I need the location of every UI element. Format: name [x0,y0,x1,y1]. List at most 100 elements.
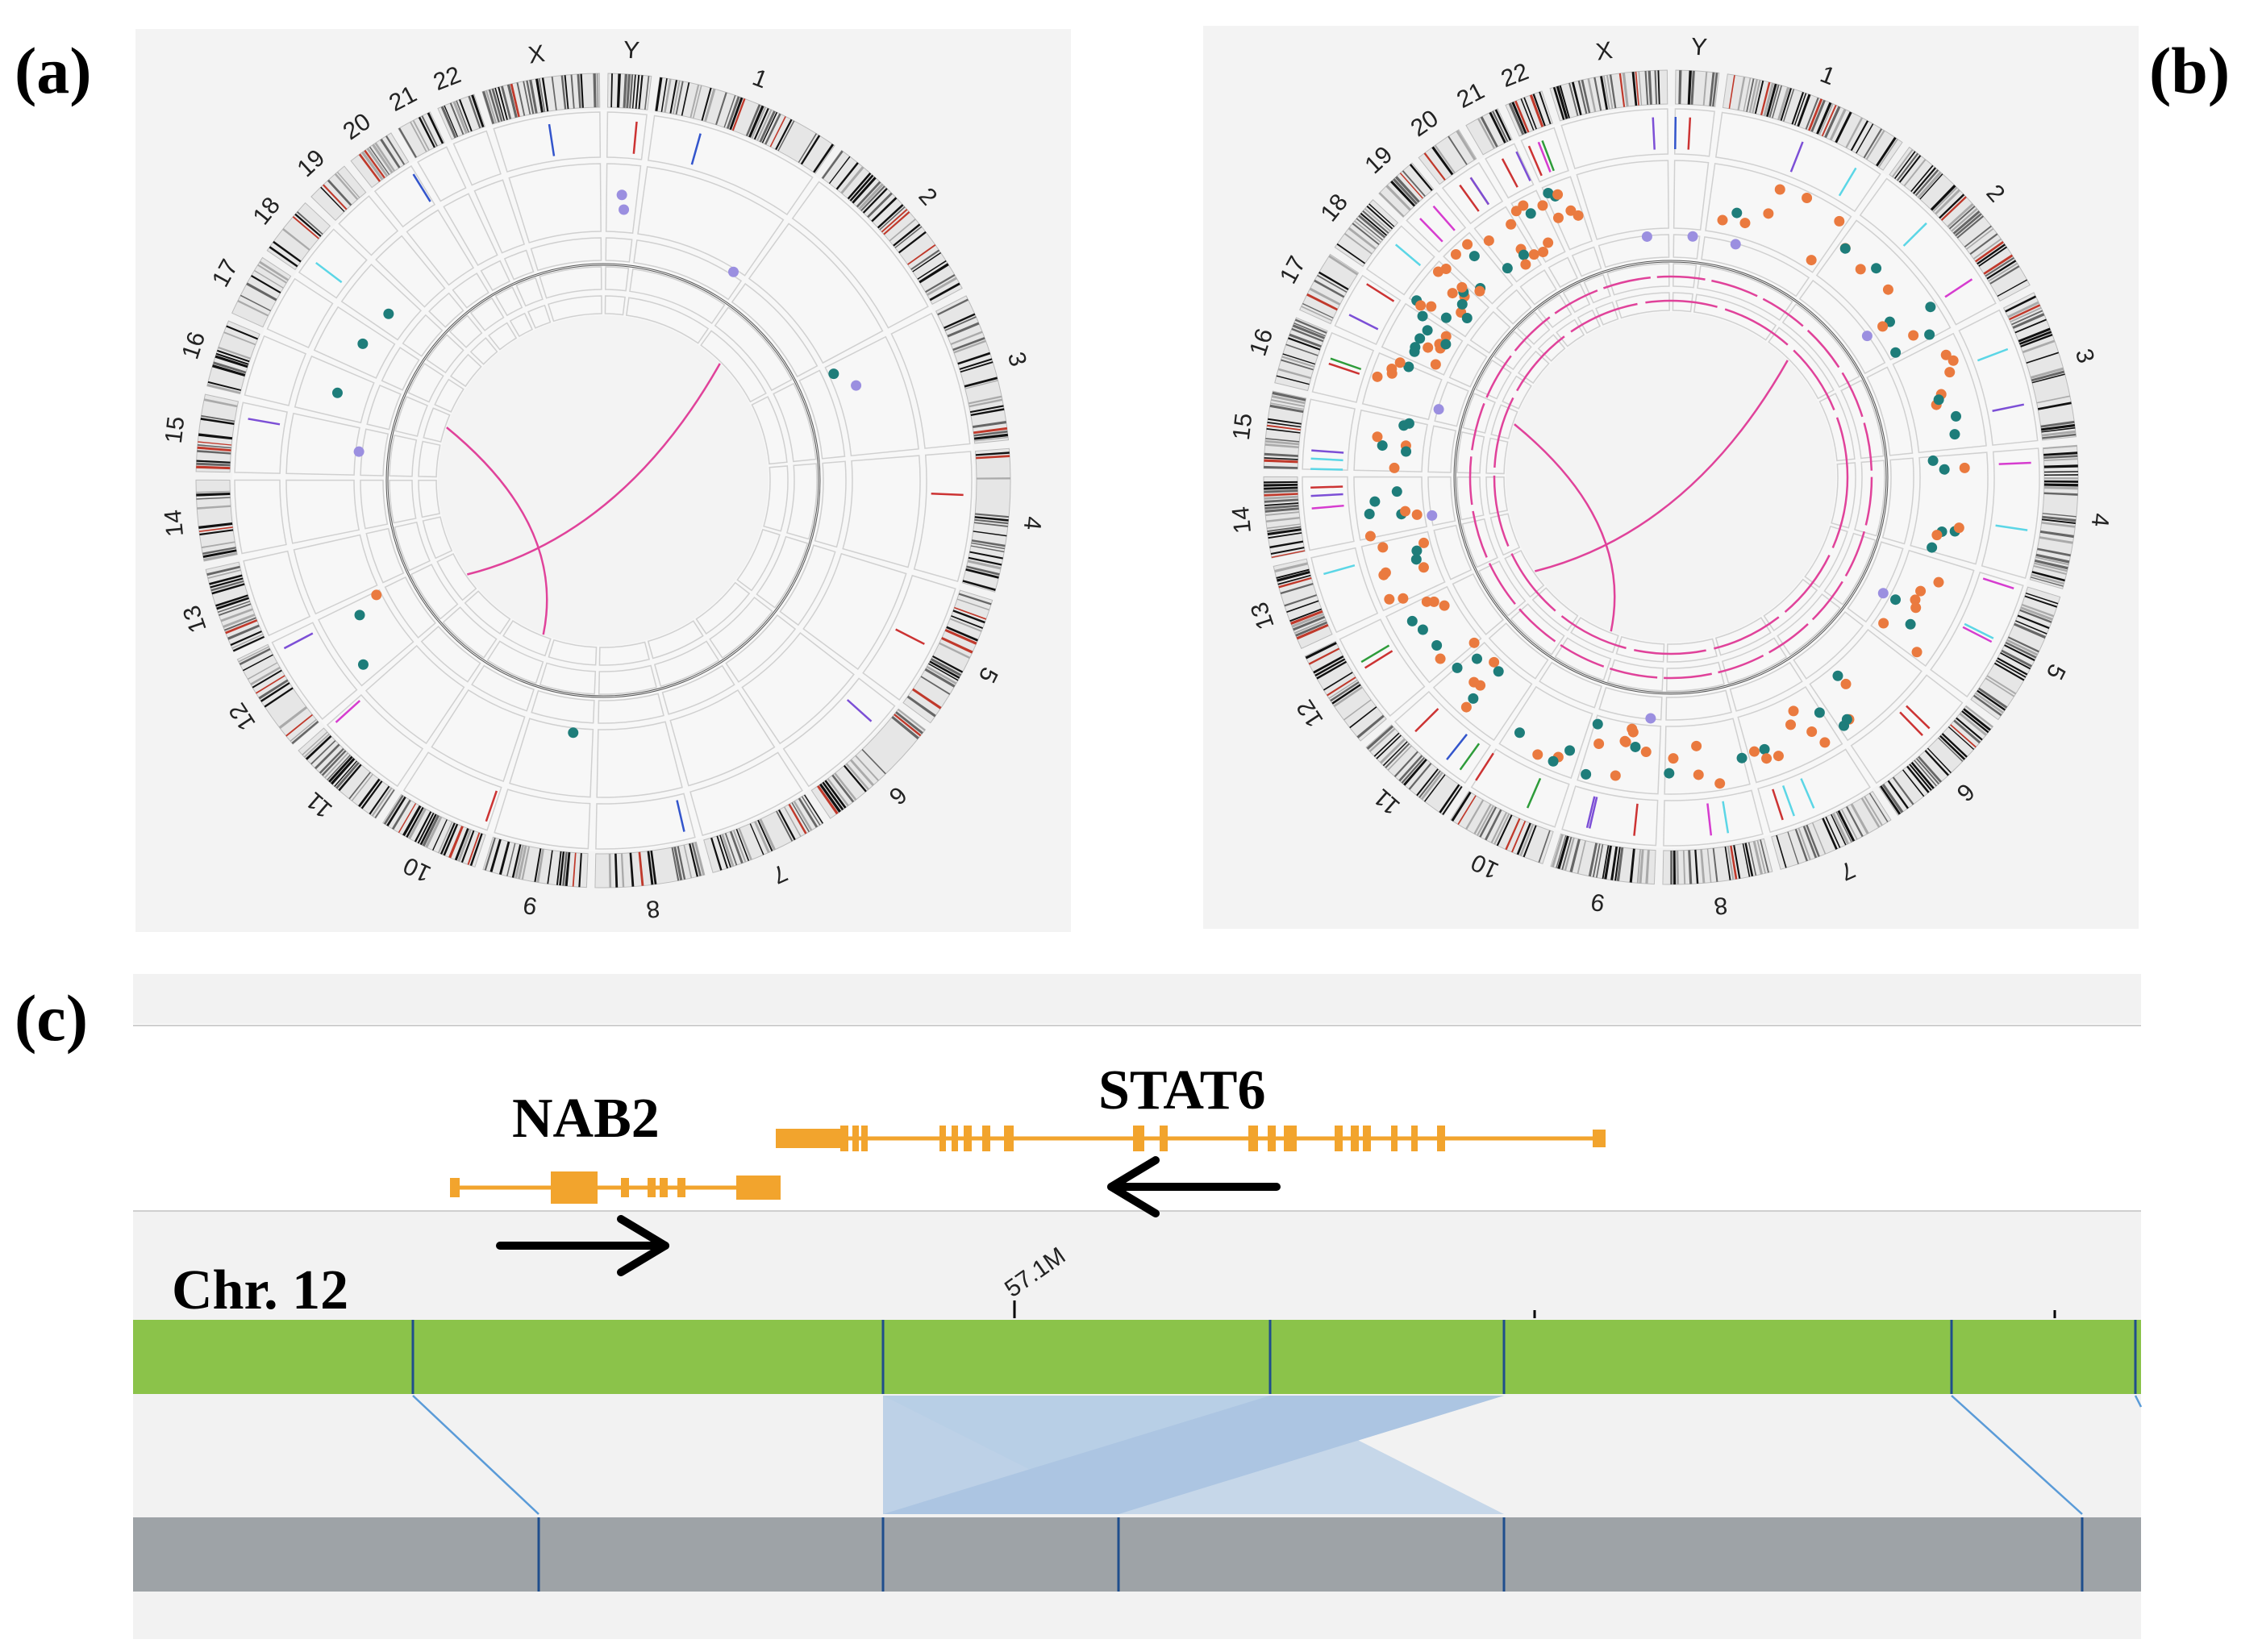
cnv-dot [1877,588,1889,599]
snv-dot [1391,486,1402,497]
gene-track [133,1026,2141,1210]
snv-dot [1450,248,1461,260]
snv-dot [1410,554,1422,565]
chromosome-3: 3 [1818,292,2099,462]
snv-dot [1514,727,1525,739]
snv-dot [1432,266,1443,277]
snv-dot [1456,281,1468,293]
snv-dot [1439,600,1450,611]
snv-dot [1806,726,1818,737]
snv-dot [1693,769,1704,780]
snv-dot [1369,496,1381,507]
cnv-dot [727,266,739,277]
chromosome-17: 17 [207,255,464,413]
snv-dot [1627,723,1638,734]
snv-dot [1630,741,1641,752]
gene-label-stat6: STAT6 [1098,1059,1265,1121]
snv-dot [1411,545,1423,556]
snv-dot [1417,310,1428,322]
snv-dot [1610,770,1621,781]
snv-dot [1468,676,1480,688]
snv-dot [1417,624,1428,635]
inner-disc [438,315,769,646]
snv-dot [1668,753,1679,764]
snv-dot [1910,602,1922,614]
snv-dot [1430,359,1441,370]
snv-dot [1949,429,1960,440]
snv-dot [1855,264,1866,275]
snv-dot [1739,218,1751,229]
chromosome-17: 17 [1275,252,1532,410]
snv-dot [1502,263,1513,274]
snv-dot [1518,249,1529,260]
sv-link [1535,360,1789,572]
snv-dot [1592,718,1603,730]
sample-chromosome-bar [133,1517,2141,1592]
snv-dot [1959,462,1970,473]
chromosome-2: 2 [1768,146,2031,400]
snv-dot [1819,737,1831,748]
snv-dot [1468,637,1480,648]
snv-dot [1763,208,1774,219]
cn-track [1493,299,1849,655]
snv-dot [1731,207,1743,218]
cnv-dot [616,189,627,201]
snv-dot [1552,212,1564,223]
snv-dot [1403,361,1414,372]
snv-dot [1924,329,1935,340]
cnv-dot [1687,231,1698,242]
snv-dot [1953,522,1964,534]
snv-dot [1364,531,1376,542]
snv-dot [1581,768,1592,780]
chromosome-8: 8 [594,641,706,922]
stat6-direction-arrow [1107,1156,1281,1217]
snv-dot [1593,738,1605,749]
snv-dot [1460,701,1472,713]
snv-dot [1468,693,1479,704]
snv-dot [1933,394,1944,406]
chromosome-21: 21 [1452,77,1602,335]
snv-dot [1910,594,1921,605]
chromosome-20: 20 [339,108,518,351]
chromosome-6: 6 [1763,578,1994,816]
snv-dot [1944,367,1956,378]
panel-label-a: (a) [15,34,92,107]
alignment-links [412,1395,2143,1515]
cnv-dot [851,380,862,391]
snv-dot [1951,410,1962,422]
cnv-dot [1433,404,1444,415]
sv-link [467,363,721,576]
panel-label-c: (c) [15,981,88,1055]
snv-dot [1927,455,1939,466]
snv-dot [1802,193,1813,204]
snv-dot [1564,745,1576,756]
chromosome-label: 9 [521,891,539,919]
snv-dot [1423,342,1434,353]
snv-dot [1890,594,1902,605]
chromosome-label: 14 [160,509,189,538]
snv-dot [1841,714,1852,725]
snv-dot [1927,542,1938,553]
snv-dot [1398,593,1409,604]
chromosome-label: Chr. 12 [172,1259,348,1321]
sample-breakpoints [537,1517,2084,1592]
snv-dot [1493,666,1504,677]
snv-dot [1456,298,1468,310]
chromosome-label: 4 [2086,512,2114,528]
snv-dot [1565,205,1577,216]
snv-dot [1400,506,1411,517]
chromosome-12: 12 [1292,549,1545,742]
snv-dot [1905,618,1916,630]
snv-dot [1552,189,1564,200]
snv-dot [1415,300,1427,311]
gene-label-nab2: NAB2 [512,1088,660,1150]
chromosome-label: 9 [1589,888,1606,916]
snv-dot [1377,440,1388,451]
cnv-dot [1861,331,1873,342]
snv-dot [1471,653,1482,664]
genome-header-strip [133,974,2141,1024]
sv-link [446,427,548,635]
